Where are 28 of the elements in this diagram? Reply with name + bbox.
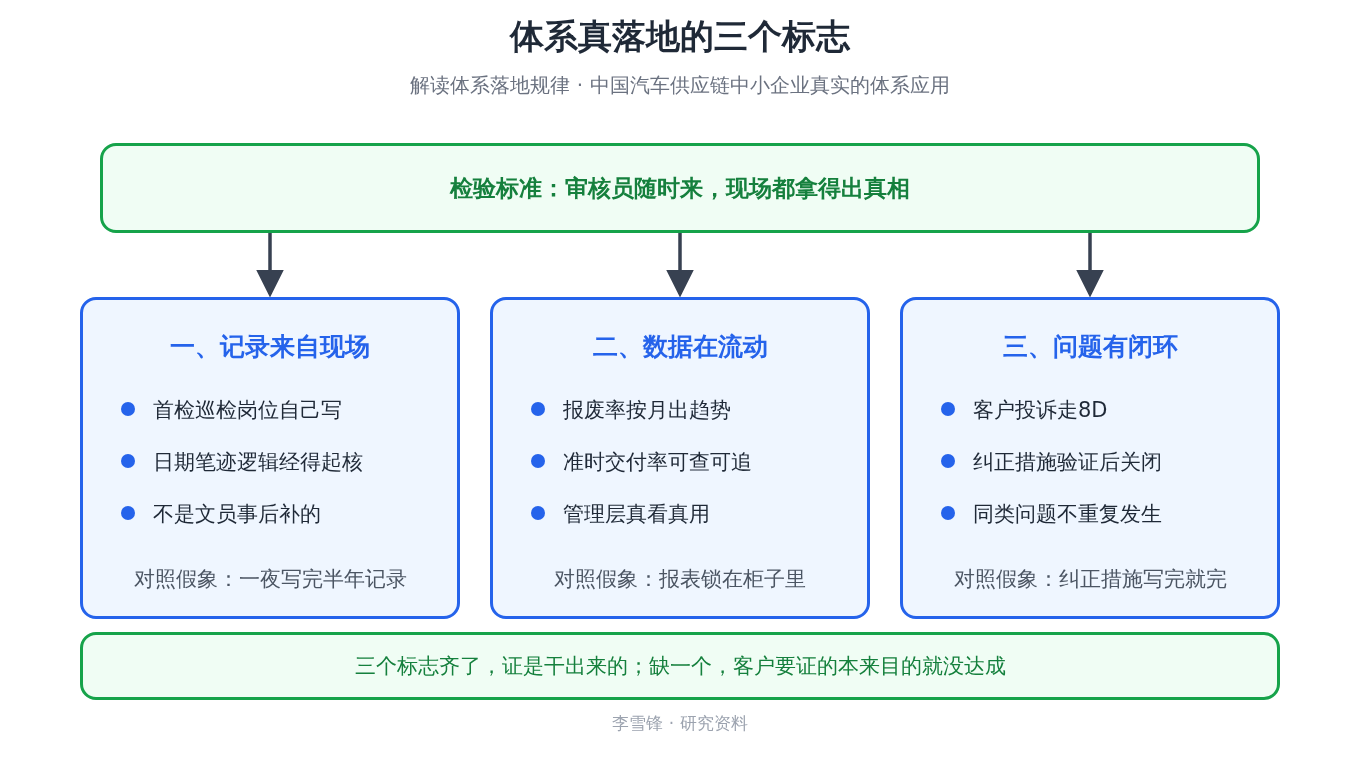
arrow	[256, 233, 284, 298]
contrast-note: 对照假象：纠正措施写完就完	[952, 566, 1228, 593]
category-card	[80, 297, 460, 619]
diagram-title: 体系真落地的三个标志	[508, 15, 851, 58]
subtitle: 解读体系落地规律 · 中国汽车供应链中小企业真实的体系应用	[409, 72, 951, 99]
bullet-text: 首检巡检岗位自己写	[153, 397, 342, 424]
category-card	[900, 297, 1280, 619]
banner-heading: 检验标准：审核员随时来，现场都拿得出真相	[450, 173, 910, 203]
bullet-text: 管理层真看真用	[563, 501, 710, 528]
card-heading: 二、数据在流动	[591, 331, 769, 363]
arrow	[666, 233, 694, 298]
contrast-note: 对照假象：报表锁在柜子里	[553, 566, 807, 593]
bullet-text: 报废率按月出趋势	[563, 397, 731, 424]
arrow	[1076, 233, 1104, 298]
category-card	[490, 297, 870, 619]
bullet-text: 客户投诉走8D	[973, 397, 1108, 424]
summary-banner	[100, 143, 1260, 233]
bullet-text: 纠正措施验证后关闭	[973, 449, 1162, 476]
contrast-note: 对照假象：一夜写完半年记录	[132, 566, 408, 593]
bullet-text: 同类问题不重复发生	[973, 501, 1162, 528]
card-heading: 一、记录来自现场	[169, 331, 371, 363]
summary-banner	[80, 632, 1280, 700]
card-heading: 三、问题有闭环	[1001, 331, 1179, 363]
bullet-text: 不是文员事后补的	[153, 501, 321, 528]
bullet-text: 日期笔迹逻辑经得起核	[153, 449, 363, 476]
bullet-text: 准时交付率可查可追	[563, 449, 752, 476]
footer-note: 李雪锋 · 研究资料	[611, 712, 749, 735]
banner-text: 三个标志齐了，证是干出来的；缺一个，客户要证的本来目的就没达成	[354, 653, 1006, 680]
